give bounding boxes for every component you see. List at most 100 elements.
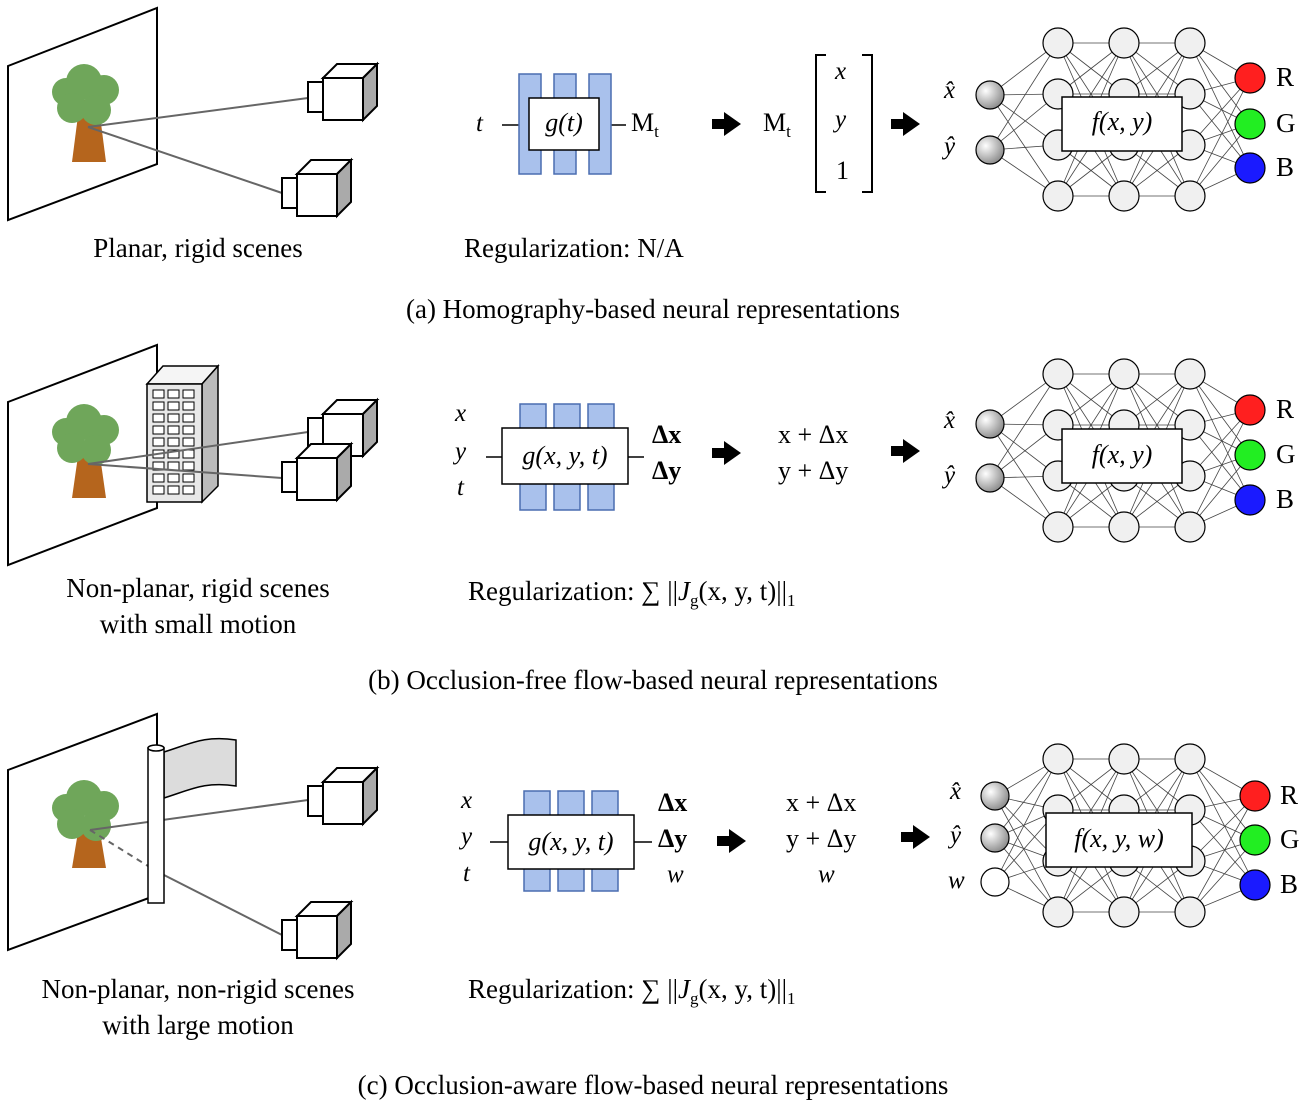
- mapping-output-dx: Δx: [658, 788, 688, 817]
- net-input-yhat: ŷ: [944, 133, 956, 160]
- hidden-neuron: [1042, 180, 1074, 212]
- mapping-network-c: [490, 790, 652, 892]
- mlp-edge: [1189, 373, 1251, 456]
- flag-icon: [147, 737, 237, 904]
- output-neuron: [1234, 152, 1266, 184]
- output-b: B: [1276, 484, 1295, 514]
- panel-caption: (c) Occlusion-aware flow-based neural re…: [357, 1070, 949, 1100]
- mlp-edge: [1189, 795, 1256, 913]
- panel-caption: (a) Homography-based neural representati…: [405, 294, 901, 324]
- mlp-edge: [1189, 809, 1256, 886]
- mlp-edge: [1189, 93, 1251, 169]
- camera-icon: [307, 61, 380, 123]
- building-window: [167, 449, 180, 459]
- warp-line-x: x + Δx: [778, 420, 849, 449]
- building-window: [167, 437, 180, 447]
- mapping-fn-box: [528, 97, 600, 151]
- net-input-yhat: ŷ: [950, 822, 962, 849]
- scene-caption-line1: Non-planar, rigid scenes: [66, 573, 330, 603]
- mapping-output-dx: Δx: [652, 420, 682, 449]
- net-fn-label: f(x, y, w): [1074, 824, 1164, 853]
- mlp-edge: [1189, 42, 1251, 169]
- mlp-edge: [1189, 42, 1251, 125]
- hidden-neuron: [1108, 743, 1140, 775]
- panel-b: [7, 343, 1266, 567]
- building-icon: [145, 364, 220, 504]
- hidden-neuron: [1174, 358, 1206, 390]
- building-window: [182, 425, 195, 435]
- camera-icon: [281, 899, 354, 961]
- tree-icon: [52, 780, 119, 868]
- output-neuron: [1234, 108, 1266, 140]
- hidden-neuron: [1042, 896, 1074, 928]
- mapping-input-t: t: [463, 860, 470, 887]
- output-neuron: [1234, 484, 1266, 516]
- building-window: [152, 413, 165, 423]
- regularization-label: Regularization: ∑ ||Jg(x, y, t)||1: [468, 974, 796, 1008]
- input-neuron: [980, 781, 1010, 811]
- net-input-xhat: x̂: [944, 407, 956, 434]
- building-window: [182, 449, 195, 459]
- warp-vector-y: y: [835, 106, 847, 133]
- mlp-a: [975, 27, 1266, 212]
- hidden-neuron: [1174, 896, 1206, 928]
- hidden-neuron: [1108, 896, 1140, 928]
- mapping-fn-label: g(x, y, t): [528, 827, 614, 856]
- warp-vector-x: x: [835, 58, 847, 85]
- output-g: G: [1280, 824, 1300, 854]
- hidden-neuron: [1108, 358, 1140, 390]
- panel-caption: (b) Occlusion-free flow-based neural rep…: [368, 665, 938, 695]
- mlp-edge: [1189, 424, 1251, 501]
- mapping-network-b: [486, 403, 644, 511]
- building-window: [182, 437, 195, 447]
- mapping-output-w: w: [667, 861, 684, 888]
- mlp-edge: [1189, 77, 1251, 197]
- net-input-yhat: ŷ: [944, 462, 956, 489]
- mlp-edge: [1189, 758, 1256, 841]
- net-input-xhat: x̂: [944, 77, 956, 104]
- regularization-label: Regularization: N/A: [464, 233, 684, 263]
- output-neuron: [1239, 869, 1271, 901]
- mapping-output-dy: Δy: [652, 456, 682, 485]
- output-r: R: [1276, 62, 1295, 92]
- tree-icon: [52, 64, 119, 162]
- hidden-neuron: [1174, 511, 1206, 543]
- building-window: [152, 437, 165, 447]
- warp-line-x: x + Δx: [786, 788, 857, 817]
- mapping-network-a: [502, 73, 626, 175]
- building-window: [167, 425, 180, 435]
- mapping-fn-box: [507, 814, 635, 870]
- warp-line-y: y + Δy: [786, 824, 857, 853]
- warp-vector-1: 1: [836, 156, 849, 185]
- scene-caption-line1: Non-planar, non-rigid scenes: [41, 974, 355, 1004]
- mlp-fn-box: [1045, 812, 1193, 868]
- panel-a: [7, 6, 1266, 222]
- mlp-edge: [1189, 454, 1251, 528]
- scene-caption-line2: with small motion: [99, 609, 297, 639]
- input-neuron: [975, 135, 1005, 165]
- hidden-neuron: [1174, 180, 1206, 212]
- building-window: [152, 389, 165, 399]
- scene-c: [7, 712, 380, 961]
- hidden-neuron: [1042, 358, 1074, 390]
- input-neuron: [975, 409, 1005, 439]
- matrix-brackets: [815, 54, 873, 193]
- building-window: [152, 425, 165, 435]
- building-window: [167, 389, 180, 399]
- mlp-edge: [1189, 123, 1251, 197]
- mapping-input-x: x: [455, 400, 467, 427]
- mlp-edge: [994, 795, 1059, 913]
- mlp-edge: [994, 758, 1059, 883]
- building-window: [167, 401, 180, 411]
- scene-a: [7, 6, 380, 222]
- net-input-xhat: x̂: [950, 778, 962, 805]
- building-window: [182, 473, 195, 483]
- input-neuron: [975, 80, 1005, 110]
- mlp-fn-box: [1061, 428, 1183, 484]
- hidden-neuron: [1042, 27, 1074, 59]
- hidden-neuron: [1108, 180, 1140, 212]
- arrow-right-icon: [712, 112, 741, 136]
- arrow-right-icon: [717, 829, 746, 853]
- building-window: [182, 401, 195, 411]
- output-r: R: [1276, 394, 1295, 424]
